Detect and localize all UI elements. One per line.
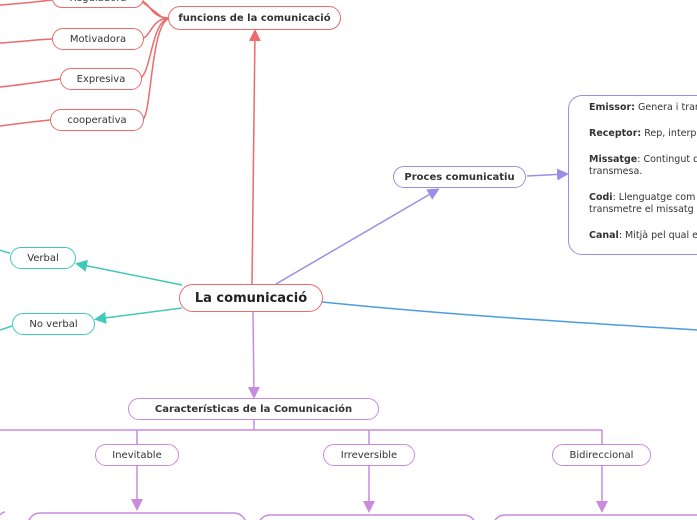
characteristics-topic[interactable]: Características de la Comunicación: [128, 398, 379, 420]
process-line-codi-cont: transmetre el missatg: [589, 204, 694, 215]
type-no-verbal[interactable]: No verbal: [12, 313, 95, 335]
process-topic[interactable]: Proces comunicatiu: [393, 166, 526, 188]
process-line-missatge-cont: transmesa.: [589, 166, 643, 177]
process-details-note[interactable]: Emissor: Genera i tran Receptor: Rep, in…: [568, 95, 697, 255]
function-item-expresiva[interactable]: Expresiva: [60, 68, 142, 90]
functions-topic[interactable]: funcions de la comunicació: [168, 6, 341, 30]
type-verbal[interactable]: Verbal: [10, 247, 76, 269]
process-line-receptor: Receptor: Rep, interpr: [589, 128, 697, 139]
function-item-cooperativa[interactable]: cooperativa: [50, 109, 144, 131]
process-line-missatge: Missatge: Contingut d: [589, 154, 697, 165]
process-line-canal: Canal: Mitjà pel qual e: [589, 230, 697, 241]
process-line-emissor: Emissor: Genera i tran: [589, 102, 697, 113]
central-topic[interactable]: La comunicació: [179, 284, 323, 312]
characteristic-bidireccional[interactable]: Bidireccional: [552, 444, 651, 466]
characteristic-irreversible[interactable]: Irreversible: [323, 444, 415, 466]
process-line-codi: Codi: Llenguatge com: [589, 192, 696, 203]
characteristic-inevitable[interactable]: Inevitable: [95, 444, 179, 466]
function-item-reguladora[interactable]: Reguladora: [52, 0, 144, 8]
function-item-motivadora[interactable]: Motivadora: [52, 28, 144, 50]
